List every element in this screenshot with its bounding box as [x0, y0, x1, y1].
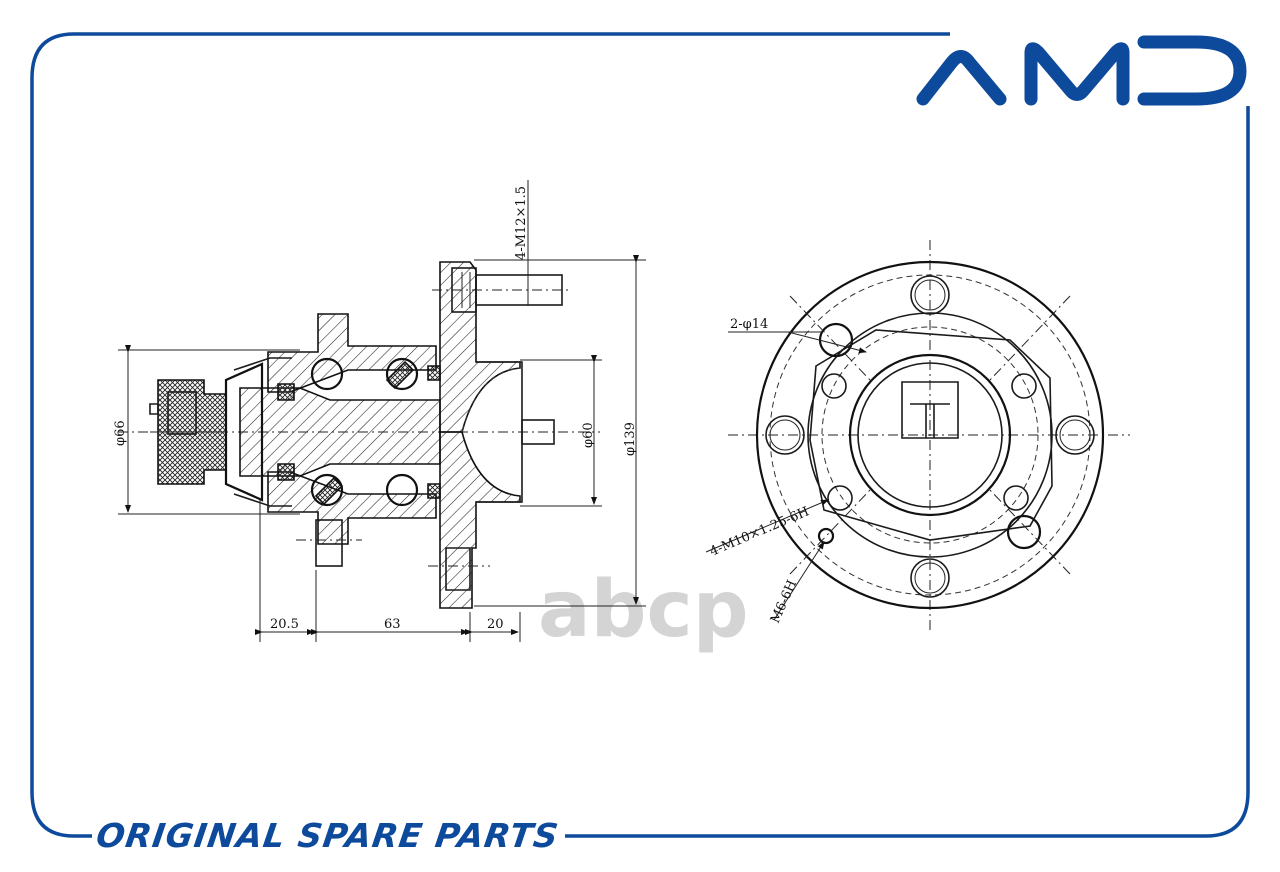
- label-m10-thread: 4-M10×1.25-6H: [708, 504, 812, 559]
- dim-len-20-5: 20.5: [270, 617, 299, 632]
- border-frame: [30, 32, 1250, 838]
- side-dimensions: φ66 φ60 φ139 4-M12×1.5 20.5 63 20: [113, 180, 646, 642]
- watermark-text: abcp: [538, 565, 749, 655]
- front-view: [728, 240, 1130, 632]
- dim-phi139: φ139: [623, 422, 638, 456]
- dim-stud-thread: 4-M12×1.5: [514, 186, 529, 260]
- side-section-view: [118, 261, 600, 609]
- label-2-phi14: 2-φ14: [730, 317, 768, 332]
- label-m6-thread: M6-6H: [768, 578, 800, 626]
- dim-phi66: φ66: [113, 420, 128, 446]
- dim-phi60: φ60: [581, 422, 596, 448]
- amd-logo: [916, 35, 1247, 106]
- slogan-text: ORIGINAL SPARE PARTS: [94, 816, 561, 855]
- dim-len-20: 20: [487, 617, 504, 632]
- dim-len-63: 63: [384, 617, 401, 632]
